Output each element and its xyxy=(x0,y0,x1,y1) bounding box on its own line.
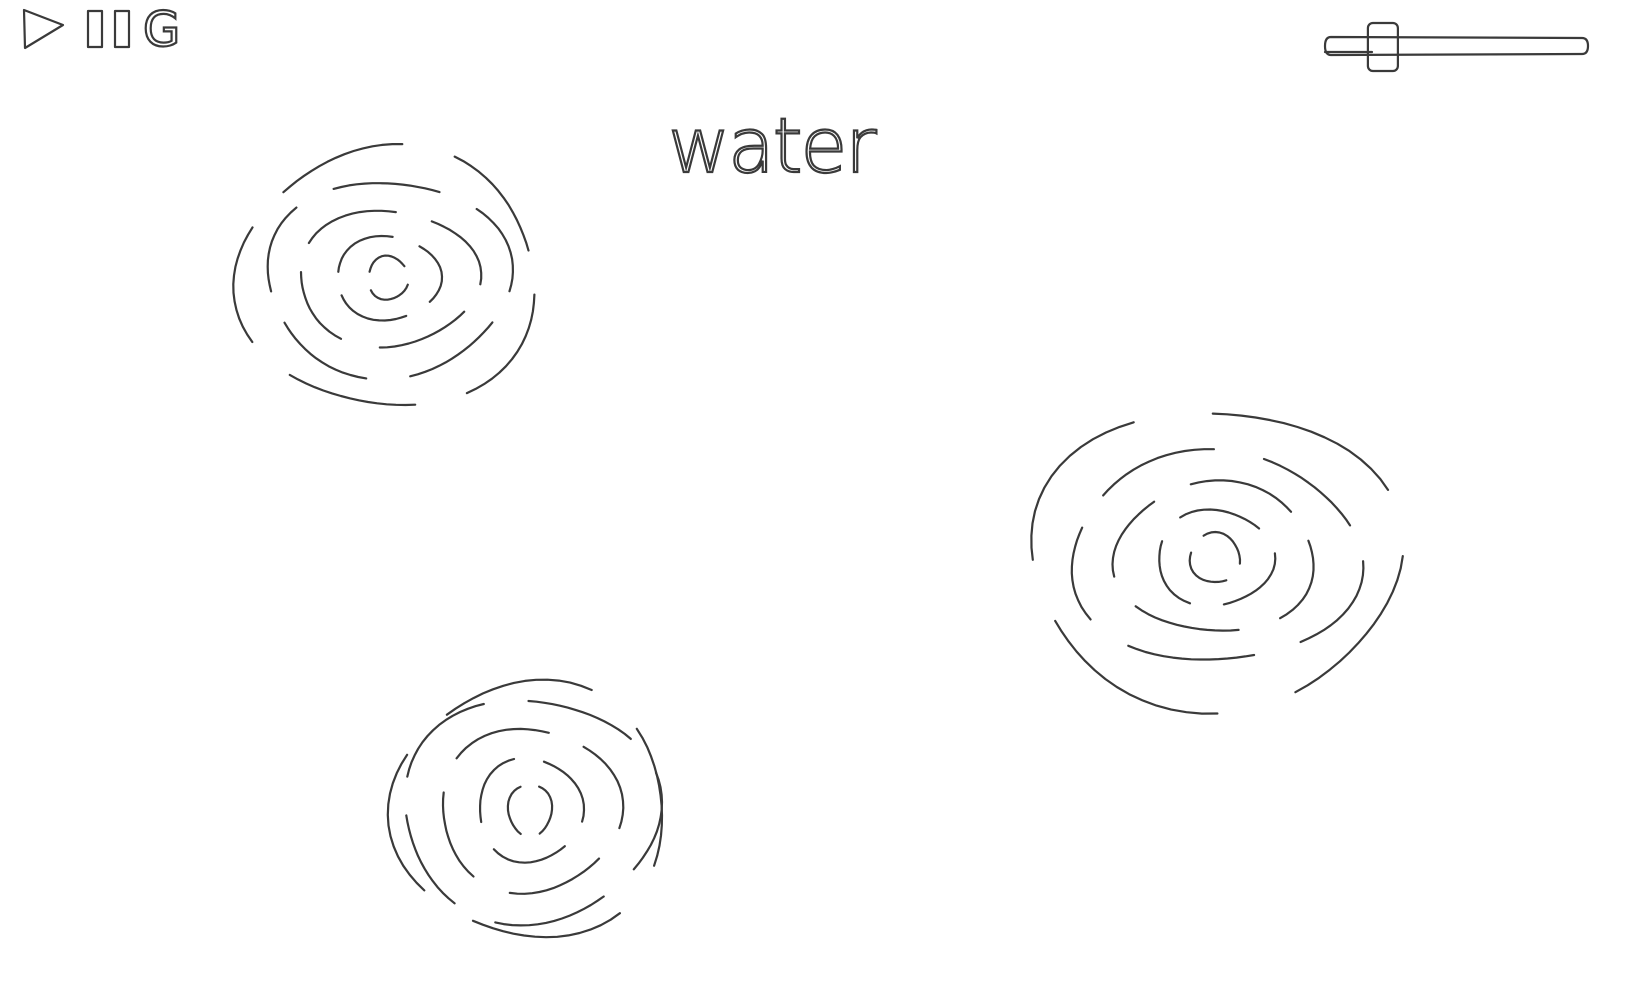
ripple-arc xyxy=(506,785,522,835)
ripple-arc xyxy=(1111,500,1156,578)
pause-icon xyxy=(86,9,131,49)
ripple-arc xyxy=(266,206,298,293)
ripple-arc xyxy=(340,294,408,322)
ripple-arc xyxy=(1294,555,1404,694)
ripple-arc xyxy=(283,321,368,380)
ripple-top-left xyxy=(232,143,536,407)
ripple-arc xyxy=(1211,412,1390,491)
ripple-right xyxy=(1030,412,1404,715)
ripple-arc xyxy=(508,857,601,895)
ripple-arc xyxy=(582,745,625,830)
slider-track xyxy=(1323,35,1590,57)
ripple-arc xyxy=(635,727,664,867)
ripple-arc xyxy=(1030,421,1135,561)
ripple-arc xyxy=(542,760,586,823)
slider-thumb[interactable] xyxy=(1366,21,1400,73)
ripple-arc xyxy=(378,310,466,349)
ripple-arc xyxy=(455,727,550,760)
ripple-arc xyxy=(299,271,343,340)
ripple-arc xyxy=(1179,508,1261,530)
ripple-arc xyxy=(632,771,664,871)
ripple-arc xyxy=(369,283,409,301)
ripple-arc xyxy=(1188,551,1228,584)
ripple-arc xyxy=(1158,540,1192,605)
ripple-arc xyxy=(1189,479,1293,513)
ripple-arc xyxy=(441,791,475,878)
pause-button[interactable] xyxy=(86,9,131,49)
ripple-arc xyxy=(1102,448,1215,497)
ripple-arc xyxy=(368,254,406,273)
ripple-arc xyxy=(1202,530,1242,565)
ripple-arc xyxy=(1299,560,1365,644)
ripple-arc xyxy=(288,373,417,407)
ripple-arc xyxy=(492,845,566,864)
ripple-arc xyxy=(406,702,485,778)
g-button[interactable]: G xyxy=(142,1,181,59)
ripple-arc xyxy=(453,155,530,252)
ripple-arc xyxy=(1070,526,1092,621)
ripple-arc xyxy=(1222,552,1277,606)
ripple-arc xyxy=(430,220,483,286)
ripple-arc xyxy=(527,699,632,740)
ripple-arc xyxy=(232,226,254,344)
ripple-arc xyxy=(386,753,426,892)
ripple-arc xyxy=(307,209,397,245)
g-button-label: G xyxy=(143,2,180,58)
ripple-arc xyxy=(1262,457,1352,527)
ripple-arc xyxy=(494,895,605,927)
ripple-arc xyxy=(479,757,516,824)
ripple-arc xyxy=(282,143,404,194)
page-title: water xyxy=(668,101,877,190)
ripple-arc xyxy=(465,293,536,395)
ripple-arc xyxy=(418,245,444,303)
ripple-arc xyxy=(409,321,494,378)
ripple-arc xyxy=(1054,619,1219,715)
ripple-arc xyxy=(538,785,554,835)
ripple-arc xyxy=(405,814,456,905)
ripple-arc xyxy=(337,234,394,273)
play-button[interactable] xyxy=(22,8,65,50)
play-icon xyxy=(22,8,65,50)
ripple-arc xyxy=(1279,539,1315,620)
ripple-arc xyxy=(475,207,514,293)
ripple-arc xyxy=(1127,644,1256,661)
ripple-arc xyxy=(1134,605,1240,632)
toolbar: G xyxy=(22,1,181,59)
ripple-arc xyxy=(332,182,441,194)
ripple-arc xyxy=(445,678,593,716)
volume-slider[interactable] xyxy=(1323,21,1590,73)
ripple-bottom xyxy=(386,678,664,939)
ripple-arc xyxy=(471,912,621,939)
